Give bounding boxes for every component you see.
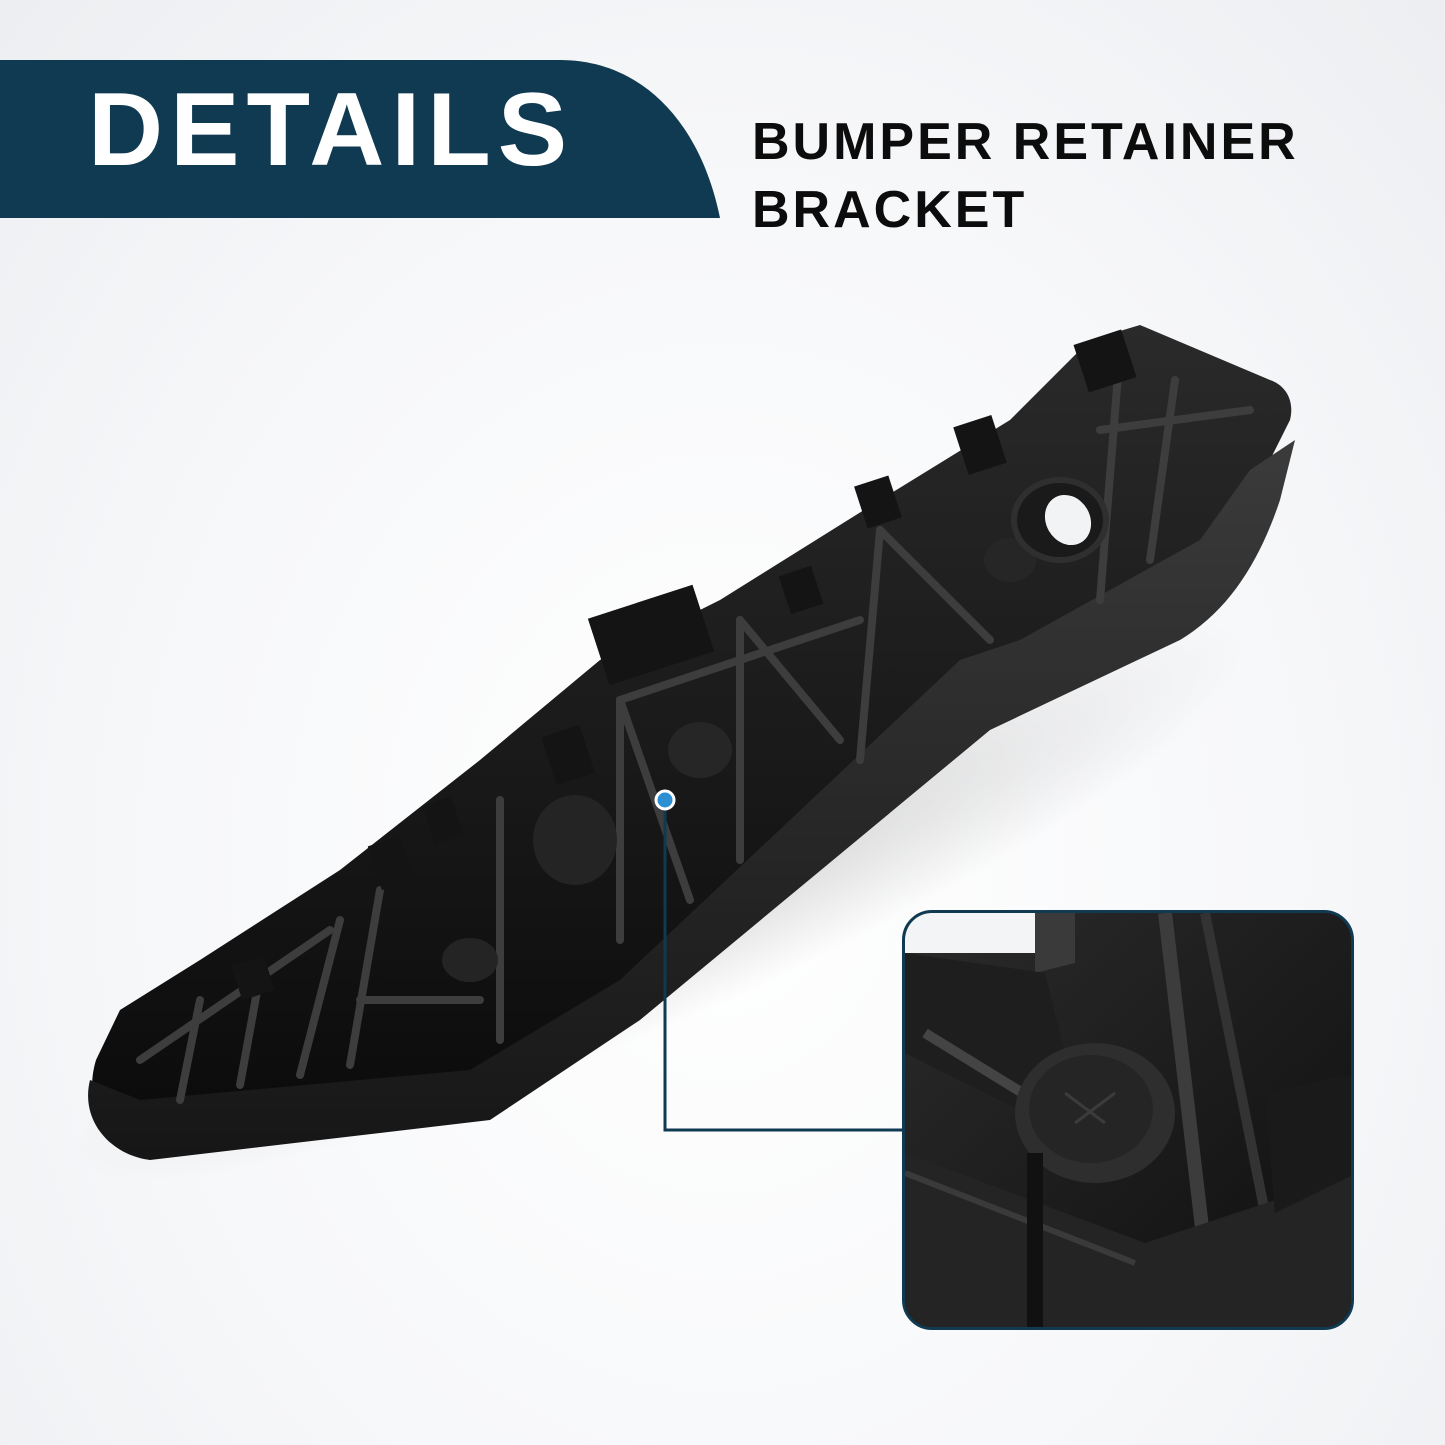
zoom-inset xyxy=(902,910,1354,1330)
mount-boss-left xyxy=(533,795,617,885)
product-headline: BUMPER RETAINER BRACKET xyxy=(752,108,1299,244)
mount-boss-lower xyxy=(442,938,498,982)
headline-line-1: BUMPER RETAINER xyxy=(752,113,1299,171)
mount-boss-center xyxy=(668,722,732,778)
bracket-ribs xyxy=(136,346,1254,1104)
banner-title: DETAILS xyxy=(88,72,575,188)
bracket-tabs xyxy=(231,329,1137,1001)
mount-boss-right xyxy=(984,538,1036,582)
callout-line xyxy=(663,800,902,1132)
zoom-detail-image xyxy=(905,913,1351,1327)
banner-shape xyxy=(0,60,720,218)
callout-dot xyxy=(654,789,676,811)
headline-line-2: BRACKET xyxy=(752,181,1028,239)
screw-hole xyxy=(1044,494,1092,546)
details-banner xyxy=(0,60,720,218)
